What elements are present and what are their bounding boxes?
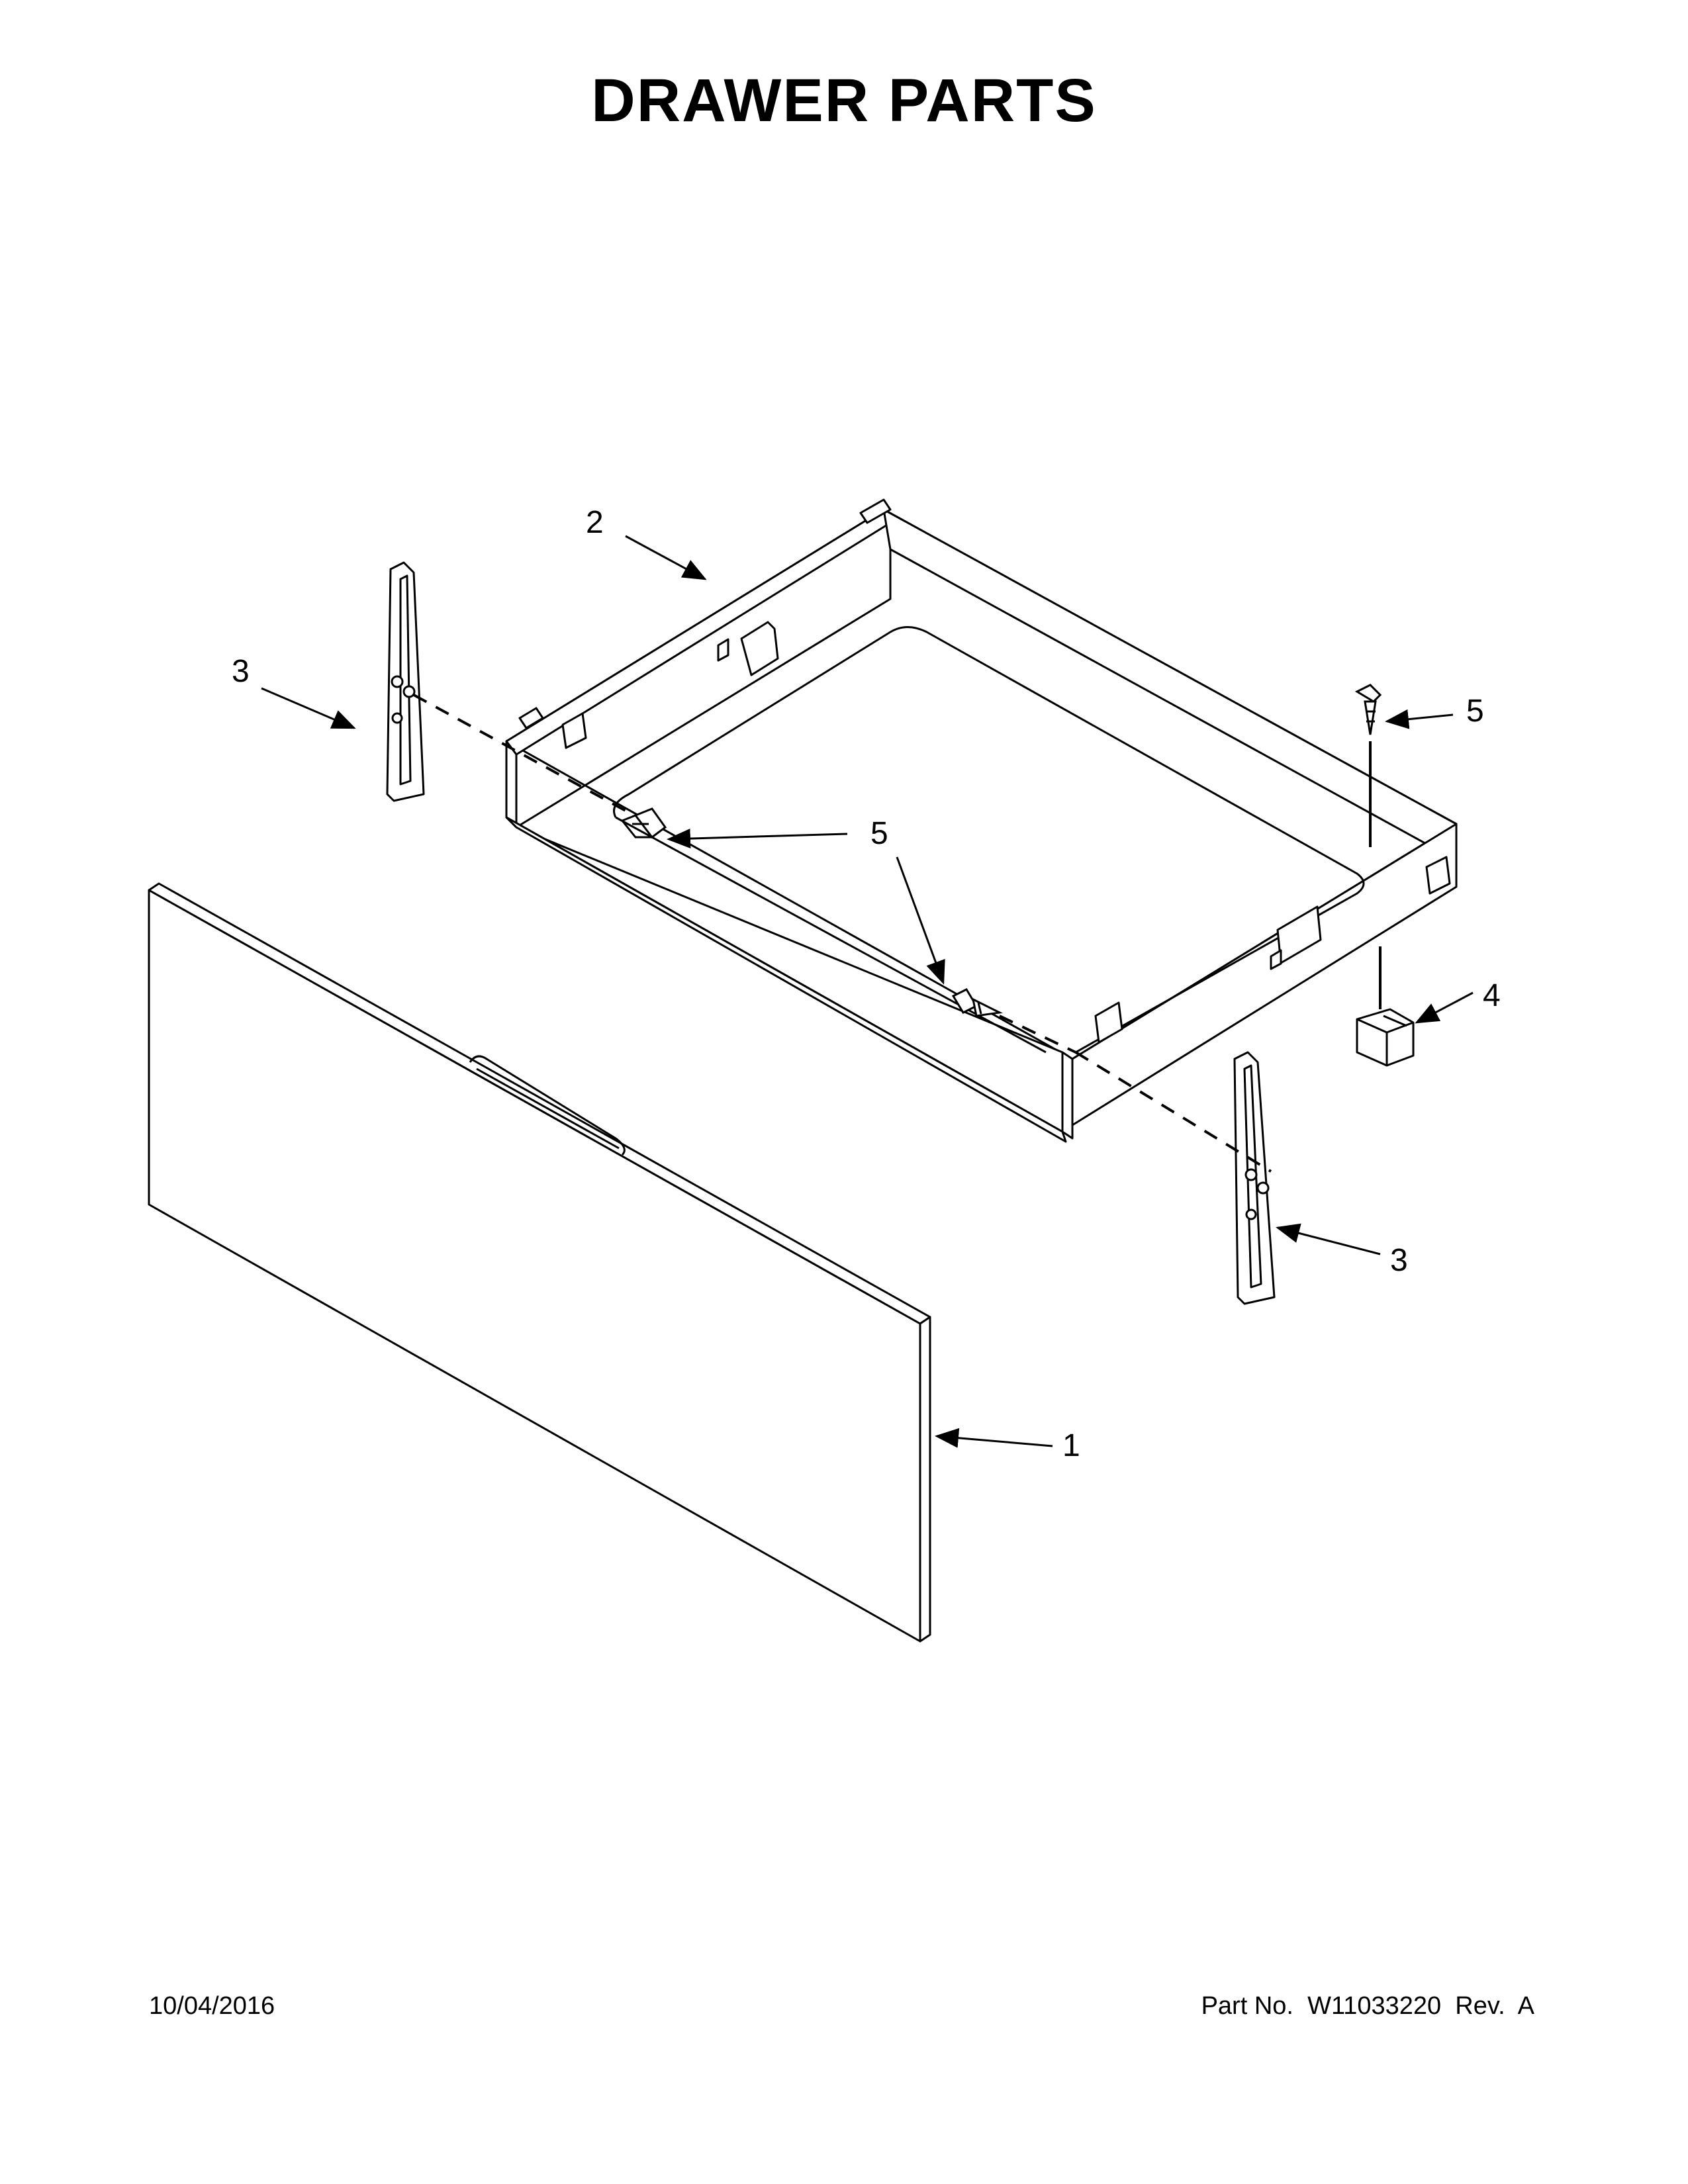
assembly-guide-lines — [413, 694, 1382, 1173]
callout-4: 4 — [1483, 978, 1501, 1013]
callout-leader-lines — [261, 535, 1474, 1448]
callout-1: 1 — [1062, 1428, 1080, 1463]
screw-icon-center — [951, 988, 1003, 1017]
callout-5-top-right: 5 — [1466, 694, 1484, 729]
page-title: DRAWER PARTS — [591, 67, 1097, 134]
callout-3-right: 3 — [1390, 1243, 1408, 1278]
footer-part-number: Part No. W11033220 Rev. A — [1201, 1992, 1534, 2020]
callout-2: 2 — [586, 505, 604, 540]
drawer-stop-clip-icon — [1356, 1008, 1415, 1067]
footer-date: 10/04/2016 — [149, 1992, 275, 2020]
callout-5-left: 5 — [870, 816, 888, 851]
drawer-body-tray-icon — [505, 498, 1458, 1143]
screw-icon-left — [620, 807, 667, 839]
drawer-glide-bracket-icon-right — [1233, 1051, 1276, 1305]
drawer-glide-bracket-icon-left — [386, 561, 425, 802]
callout-3-left: 3 — [232, 654, 250, 689]
drawer-front-panel-icon — [148, 882, 931, 1643]
screw-icon-top-right — [1354, 684, 1382, 735]
